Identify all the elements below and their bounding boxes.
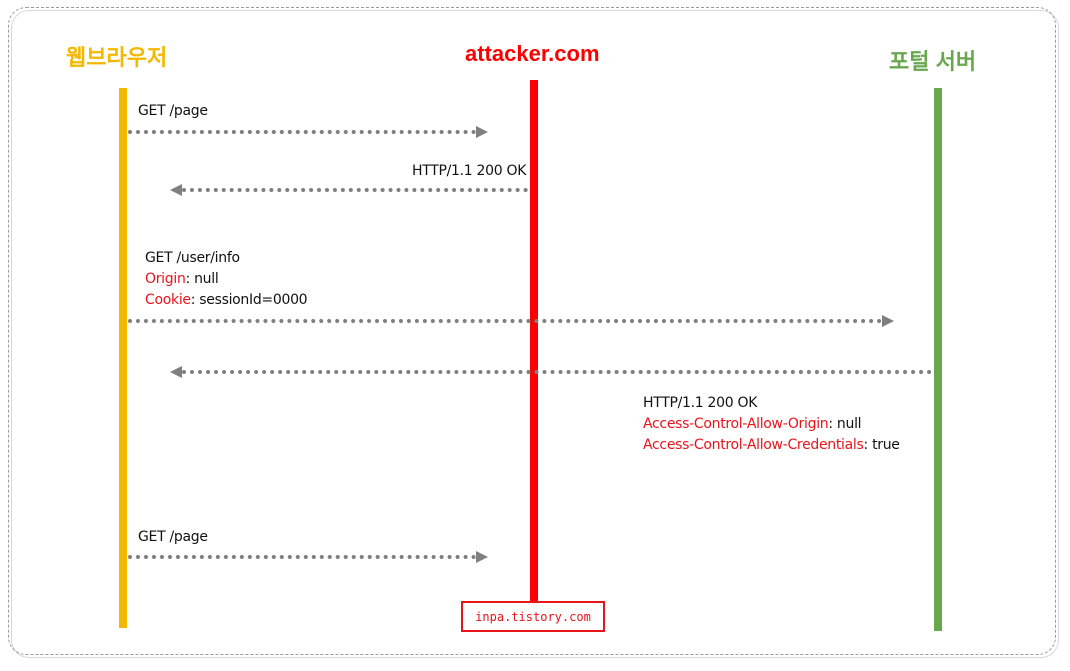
arrow-head-icon [476,126,488,138]
arrow-portal-to-browser [170,366,932,378]
arrow-shaft [128,319,882,323]
message-header-origin: Origin: null [145,269,307,290]
header-key: Access-Control-Allow-Credentials [643,437,864,453]
arrow-head-icon [476,551,488,563]
message-get-user-info: GET /user/info Origin: null Cookie: sess… [145,248,308,311]
message-line: HTTP/1.1 200 OK [643,395,758,411]
arrow-shaft [182,370,932,374]
arrow-browser-to-attacker-1 [128,126,488,138]
message-get-page-2: GET /page [138,527,208,548]
message-line: GET /page [138,529,208,545]
actor-attacker: attacker.com [465,41,600,66]
header-key: Access-Control-Allow-Origin [643,416,829,432]
watermark-label: inpa.tistory.com [461,601,605,632]
lifeline-portal [934,88,942,631]
message-line: GET /user/info [145,250,240,266]
arrow-browser-to-attacker-2 [128,551,488,563]
frame-shadow [11,10,1059,658]
header-value: : sessionId=0000 [190,292,308,308]
diagram-frame [8,7,1056,655]
arrow-head-icon [170,366,182,378]
header-value: : null [828,416,862,432]
header-key: Origin [145,271,186,287]
lifeline-attacker [530,80,538,606]
actor-browser: 웹브라우저 [66,45,168,70]
arrow-head-icon [882,315,894,327]
arrow-attacker-to-browser [170,184,528,196]
header-value: : null [185,271,219,287]
header-key: Cookie [145,292,191,308]
message-line: HTTP/1.1 200 OK [412,163,527,179]
message-header-acao: Access-Control-Allow-Origin: null [643,414,900,435]
message-http-200-1: HTTP/1.1 200 OK [412,161,526,182]
message-line: GET /page [138,103,208,119]
actor-portal: 포털 서버 [889,49,977,74]
header-value: : true [863,437,900,453]
arrow-head-icon [170,184,182,196]
message-header-cookie: Cookie: sessionId=0000 [145,290,308,311]
arrow-shaft [128,555,476,559]
arrow-browser-to-portal [128,315,894,327]
arrow-shaft [128,130,476,134]
message-http-200-cors: HTTP/1.1 200 OK Access-Control-Allow-Ori… [643,393,900,456]
message-get-page-1: GET /page [138,101,208,122]
message-header-acac: Access-Control-Allow-Credentials: true [643,435,900,456]
lifeline-browser [119,88,127,628]
arrow-shaft [182,188,528,192]
